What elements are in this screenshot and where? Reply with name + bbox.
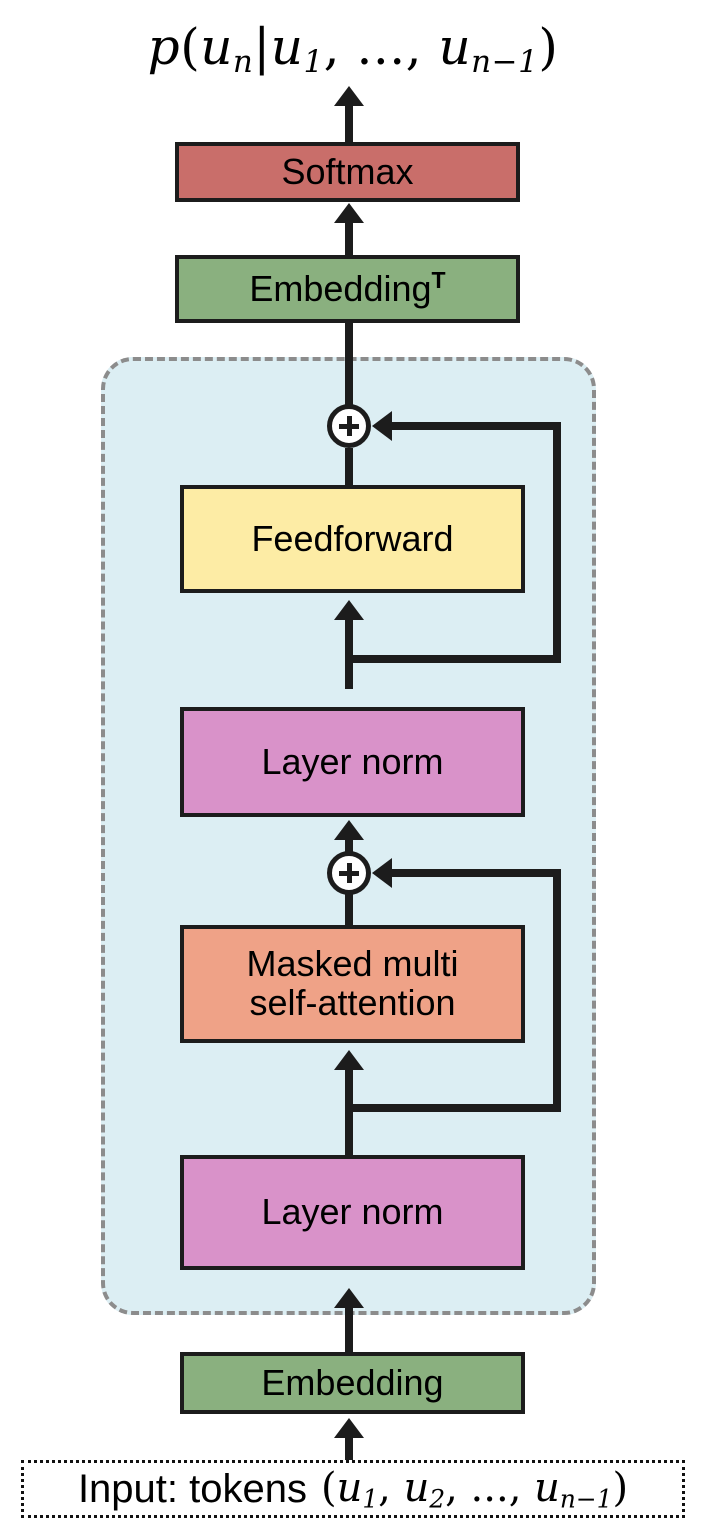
layer-norm-bottom-block: Layer norm — [180, 1155, 525, 1270]
layer-norm-bottom-label: Layer norm — [261, 1191, 444, 1233]
embedding-transpose-superscript: T — [431, 266, 446, 293]
input-u2: u — [403, 1464, 430, 1511]
residual-add-top: + — [327, 404, 371, 448]
feedforward-label: Feedforward — [251, 517, 454, 559]
embedding-block: Embedding — [180, 1352, 525, 1414]
connector-embedding-stub — [345, 1305, 353, 1315]
softmax-block: Softmax — [175, 142, 520, 202]
input-sep2: , ..., — [445, 1464, 535, 1511]
residual-path-top-top — [392, 422, 561, 430]
arrow-residual-into-add-top — [372, 411, 392, 441]
softmax-label: Softmax — [281, 150, 414, 192]
input-tokens-box: Input: tokens (u1, u2, ..., un−1) — [21, 1460, 685, 1518]
embedding-label: Embedding — [261, 1361, 444, 1403]
arrow-softmax-to-output — [334, 86, 364, 106]
layer-norm-top-block: Layer norm — [180, 707, 525, 817]
input-ulast-sub: n−1 — [559, 1484, 613, 1514]
formula-ellipsis: , ..., — [323, 18, 439, 76]
input-tokens-prefix: Input: tokens — [77, 1466, 307, 1511]
connector-softmax-to-output — [345, 104, 353, 142]
residual-path-bottom-right — [553, 873, 561, 1108]
feedforward-block: Feedforward — [180, 485, 525, 593]
arrow-embeddingT-to-softmax — [334, 203, 364, 223]
layer-norm-top-label: Layer norm — [261, 740, 444, 782]
connector-layernorm-top-to-feedforward — [345, 618, 353, 689]
arrow-add-bottom-to-layernorm-top — [334, 820, 364, 840]
formula-un: u — [200, 18, 233, 76]
input-u2-sub: 2 — [429, 1484, 446, 1514]
formula-p: p — [147, 18, 181, 76]
arrow-input-to-embedding — [334, 1418, 364, 1438]
residual-path-bottom-bottom — [345, 1104, 561, 1112]
connector-embedding-to-layernorm-bottom — [345, 1310, 353, 1354]
connector-layernorm-bottom-to-attention — [345, 1085, 353, 1168]
connector-attention-to-add-bottom — [345, 895, 353, 927]
input-sep1: , — [378, 1464, 404, 1511]
formula-u1: u — [270, 18, 304, 76]
formula-un-sub: n — [232, 44, 254, 81]
connector-block-to-embeddingT — [345, 323, 353, 424]
input-u1: u — [336, 1464, 363, 1511]
connector-add-bottom-stub — [345, 838, 353, 860]
arrow-embedding-to-layernorm-bottom — [334, 1288, 364, 1308]
input-ulast: u — [534, 1464, 560, 1511]
input-open-paren: ( — [320, 1464, 337, 1511]
formula-ulast: u — [438, 18, 472, 76]
input-close-paren: ) — [612, 1464, 629, 1511]
connector-input-to-embedding — [345, 1437, 353, 1470]
embedding-transpose-text: Embedding — [249, 267, 432, 309]
residual-path-bottom-top — [392, 869, 561, 877]
arrow-layernorm-top-to-feedforward — [334, 600, 364, 620]
input-u1-sub: 1 — [362, 1484, 379, 1514]
connector-feedforward-to-add-top — [345, 448, 353, 488]
masked-self-attention-block: Masked multi self-attention — [180, 925, 525, 1043]
formula-ulast-sub: n−1 — [471, 44, 539, 81]
residual-path-top-bottom — [345, 655, 561, 663]
formula-u1-sub: 1 — [303, 44, 324, 81]
formula-bar: | — [253, 18, 271, 76]
connector-attention-input-stub — [345, 1068, 353, 1088]
masked-self-attention-line1: Masked multi — [246, 943, 459, 985]
embedding-transpose-block: EmbeddingT — [175, 255, 520, 323]
output-probability-formula: p(un|u1, ..., un−1) — [0, 22, 706, 78]
residual-path-top-right — [553, 426, 561, 663]
residual-add-bottom: + — [327, 851, 371, 895]
input-tokens-sequence: (u1, u2, ..., un−1) — [321, 1465, 628, 1513]
arrow-layernorm-bottom-to-attention — [334, 1050, 364, 1070]
formula-close-paren: ) — [538, 18, 559, 76]
masked-self-attention-label: Masked multi self-attention — [246, 943, 459, 1023]
masked-self-attention-line2: self-attention — [249, 982, 456, 1023]
formula-open-paren: ( — [180, 18, 201, 76]
embedding-transpose-label: EmbeddingT — [249, 266, 446, 309]
arrow-residual-into-add-bottom — [372, 858, 392, 888]
connector-embeddingT-to-softmax — [345, 222, 353, 255]
